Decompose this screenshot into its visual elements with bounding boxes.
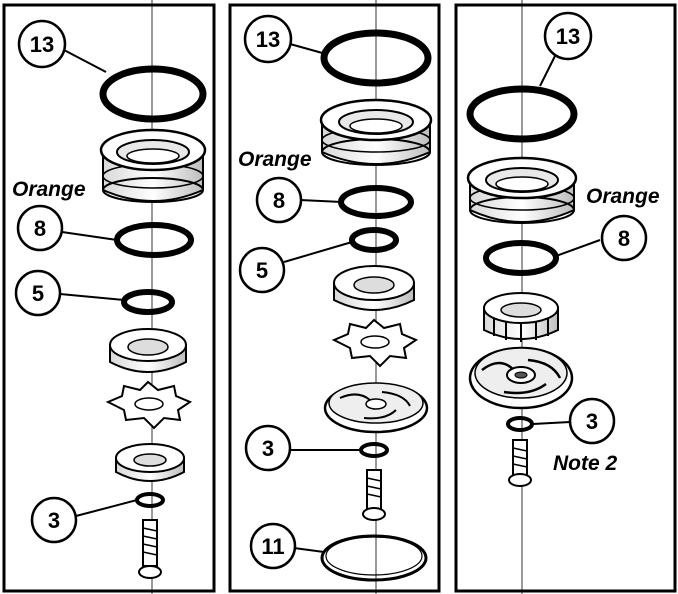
- callout-11: 11: [249, 522, 297, 570]
- label-orange: Orange: [12, 178, 86, 201]
- callout-5-label: 5: [32, 281, 44, 306]
- callout-3-label: 3: [586, 409, 598, 434]
- callout-3-label: 3: [262, 436, 274, 461]
- callout-3: 3: [30, 496, 78, 544]
- cup-housing: [466, 156, 578, 224]
- callout-8-label: 8: [273, 188, 285, 213]
- callout-8-label: 8: [34, 216, 46, 241]
- callout-5: 5: [238, 246, 286, 294]
- o-ring-8: [114, 222, 194, 258]
- panel-right: 13 8 3 Orange Note 2: [454, 0, 677, 594]
- o-ring-13: [99, 65, 207, 123]
- lower-washer: [115, 443, 185, 482]
- callout-13: 13: [243, 14, 293, 64]
- leader-8: [61, 231, 118, 241]
- panel-middle-frame: [228, 3, 441, 593]
- label-orange: Orange: [586, 185, 660, 208]
- leader-8: [555, 239, 601, 257]
- leader-3: [532, 421, 571, 425]
- o-ring-3: [359, 442, 389, 458]
- callout-5-label: 5: [256, 258, 268, 283]
- label-note-2: Note 2: [553, 452, 618, 475]
- o-ring-3: [506, 416, 534, 432]
- callout-8: 8: [600, 214, 648, 262]
- callout-3: 3: [244, 424, 292, 472]
- callout-11-label: 11: [261, 534, 284, 559]
- o-ring-13: [320, 29, 432, 87]
- seat-washer: [109, 328, 187, 373]
- leader-11: [293, 547, 325, 553]
- callout-5: 5: [14, 269, 62, 317]
- panel-left-frame: [2, 3, 216, 593]
- star-spider: [331, 318, 419, 368]
- callout-8-label: 8: [618, 226, 630, 251]
- o-ring-13: [466, 85, 578, 143]
- cup-housing: [319, 98, 433, 166]
- seat-washer: [333, 265, 415, 311]
- callout-13-label: 13: [30, 32, 54, 57]
- leader-3: [75, 499, 138, 517]
- leader-13: [63, 49, 107, 73]
- panel-left: 13 8 5 3 Orange: [2, 0, 216, 594]
- callout-8: 8: [16, 204, 64, 252]
- callout-8: 8: [255, 176, 303, 224]
- leader-13: [289, 43, 327, 55]
- cup-housing: [99, 128, 207, 203]
- swirl-disc: [323, 382, 429, 434]
- screw: [362, 469, 386, 521]
- leader-8: [299, 199, 343, 203]
- swirl-disc: [468, 346, 574, 410]
- cage-washer: [483, 292, 559, 342]
- leader-5: [283, 241, 353, 263]
- o-ring-5: [349, 227, 399, 253]
- panel-right-frame: [454, 3, 677, 593]
- star-spider: [105, 380, 193, 430]
- callout-3: 3: [568, 397, 616, 445]
- callout-13: 13: [543, 11, 593, 61]
- leader-5: [59, 293, 125, 301]
- callout-3-label: 3: [48, 508, 60, 533]
- callout-13: 13: [17, 19, 67, 69]
- callout-13-label: 13: [256, 27, 280, 52]
- screw: [508, 439, 532, 487]
- o-ring-5: [121, 289, 175, 315]
- o-ring-8: [483, 240, 559, 276]
- label-orange: Orange: [238, 148, 312, 171]
- ring-11: [320, 534, 428, 582]
- o-ring-3: [135, 492, 165, 508]
- leader-13: [539, 55, 556, 87]
- panel-middle: 13 8 5 3 11 Orange: [228, 0, 441, 594]
- screw: [138, 519, 162, 579]
- callout-13-label: 13: [556, 24, 580, 49]
